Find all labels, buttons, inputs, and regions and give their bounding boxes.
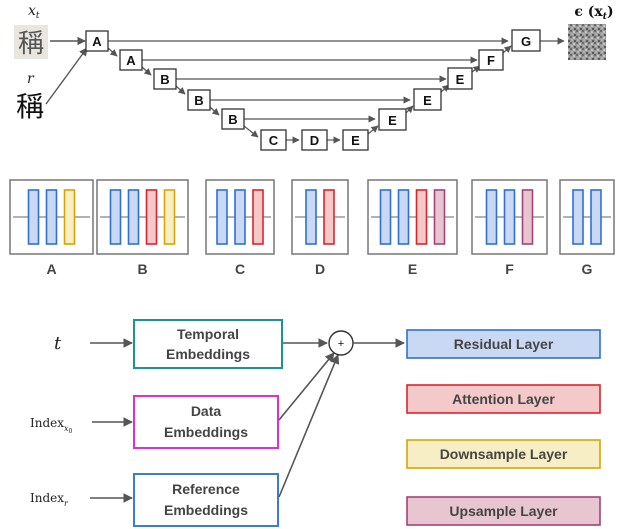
layer-bar-attention xyxy=(415,189,428,245)
block-panel-f: F xyxy=(471,179,548,277)
encoder-block-1: A xyxy=(119,49,143,71)
arrow-reference-to-sum xyxy=(278,354,340,498)
legend-upsample-layer: Upsample Layer xyxy=(406,496,601,526)
layer-bar-residual xyxy=(127,189,140,245)
input-x-label: xt xyxy=(28,3,40,21)
svg-text:Upsample Layer: Upsample Layer xyxy=(449,503,558,519)
decoder-block-4: G xyxy=(511,29,541,52)
layer-bar-residual xyxy=(379,189,392,245)
svg-text:Data: Data xyxy=(191,403,222,419)
block-panel-e: E xyxy=(367,179,458,277)
svg-text:Temporal: Temporal xyxy=(177,326,239,342)
layer-bar-residual xyxy=(234,189,246,245)
svg-text:Embeddings: Embeddings xyxy=(164,502,248,518)
layer-legend: Residual Layer Attention Layer Downsampl… xyxy=(406,329,601,526)
layer-bar-residual xyxy=(45,189,58,245)
svg-text:Downsample Layer: Downsample Layer xyxy=(440,446,568,462)
encoder-block-3: B xyxy=(187,89,211,111)
index-x-label: Indexx0 xyxy=(30,416,73,435)
block-panel-g: G xyxy=(559,179,615,277)
arrow-data-to-sum xyxy=(278,352,335,421)
encoder-block-4: B xyxy=(221,108,245,130)
block-panel-label: F xyxy=(505,261,514,277)
layer-bar-residual xyxy=(590,189,602,245)
svg-text:A: A xyxy=(126,53,136,68)
svg-text:B: B xyxy=(194,93,203,108)
svg-text:Residual Layer: Residual Layer xyxy=(454,336,554,352)
layer-bar-upsample xyxy=(433,189,446,245)
svg-text:B: B xyxy=(160,72,169,87)
output-noise-image xyxy=(568,24,606,60)
svg-text:F: F xyxy=(487,53,495,68)
input-x-image xyxy=(14,25,48,59)
decoder-block-3: F xyxy=(478,49,504,71)
block-panel-b: B xyxy=(96,179,189,277)
svg-text:Embeddings: Embeddings xyxy=(164,424,248,440)
legend-downsample-layer: Downsample Layer xyxy=(406,439,601,469)
skip-connections xyxy=(108,37,509,123)
block-panel-label: C xyxy=(235,261,245,277)
input-x-char: 稱 xyxy=(18,29,44,59)
block-panel-label: D xyxy=(315,261,325,277)
bottleneck-block-0: C xyxy=(260,129,287,151)
svg-text:C: C xyxy=(269,133,279,148)
layer-bar-residual xyxy=(216,189,228,245)
path-connectors xyxy=(107,37,565,144)
block-legend: A B C D E F G xyxy=(9,179,615,277)
layer-bar-attention xyxy=(323,189,335,245)
layer-bar-residual xyxy=(305,189,317,245)
arrow-r-to-a xyxy=(45,47,88,105)
block-panel-a: A xyxy=(9,179,94,277)
layer-bar-residual xyxy=(397,189,410,245)
t-label: t xyxy=(54,333,62,354)
svg-text:D: D xyxy=(310,133,319,148)
svg-text:G: G xyxy=(521,34,531,49)
input-r-char: 稱 xyxy=(16,90,44,123)
layer-bar-residual xyxy=(109,189,122,245)
block-panel-label: G xyxy=(582,261,593,277)
layer-bar-residual xyxy=(503,189,516,245)
svg-text:A: A xyxy=(92,34,102,49)
block-panel-label: B xyxy=(137,261,147,277)
legend-residual-layer: Residual Layer xyxy=(406,329,601,359)
layer-bar-residual xyxy=(485,189,498,245)
unet-diagram: xt 稱 r 稱 xyxy=(14,3,614,151)
svg-text:E: E xyxy=(351,133,360,148)
layer-bar-downsample xyxy=(163,189,176,245)
layer-bar-downsample xyxy=(63,189,76,245)
input-r-label: r xyxy=(27,71,35,87)
svg-text:E: E xyxy=(388,113,397,128)
svg-text:Reference: Reference xyxy=(172,481,240,497)
svg-text:E: E xyxy=(423,93,432,108)
svg-text:E: E xyxy=(456,72,465,87)
layer-bar-residual xyxy=(572,189,584,245)
svg-text:B: B xyxy=(228,112,237,127)
legend-attention-layer: Attention Layer xyxy=(406,384,601,414)
output-label: ϵ (xt) xyxy=(574,4,613,22)
embedding-section: t Indexx0 Indexr Temporal Embeddings Dat… xyxy=(30,319,405,527)
decoder-block-1: E xyxy=(413,88,442,111)
reference-embeddings-box: Reference Embeddings xyxy=(133,473,279,527)
bottleneck-block-1: D xyxy=(301,129,328,151)
layer-bar-upsample xyxy=(521,189,534,245)
layer-bar-attention xyxy=(252,189,264,245)
temporal-embeddings-box: Temporal Embeddings xyxy=(133,319,283,369)
svg-text:Embeddings: Embeddings xyxy=(166,346,250,362)
data-embeddings-box: Data Embeddings xyxy=(133,395,279,449)
block-panel-c: C xyxy=(205,179,275,277)
bottleneck-block-2: E xyxy=(342,129,369,151)
layer-bar-residual xyxy=(27,189,40,245)
index-r-label: Indexr xyxy=(30,491,69,508)
encoder-block-2: B xyxy=(153,68,177,90)
block-panel-d: D xyxy=(291,179,349,277)
svg-text:Attention Layer: Attention Layer xyxy=(452,391,555,407)
plus-symbol: + xyxy=(338,338,344,350)
layer-bar-attention xyxy=(145,189,158,245)
block-panel-label: E xyxy=(408,261,417,277)
encoder-block-0: A xyxy=(85,30,109,52)
block-panel-label: A xyxy=(46,261,56,277)
decoder-block-0: E xyxy=(378,108,407,131)
decoder-block-2: E xyxy=(447,67,473,90)
